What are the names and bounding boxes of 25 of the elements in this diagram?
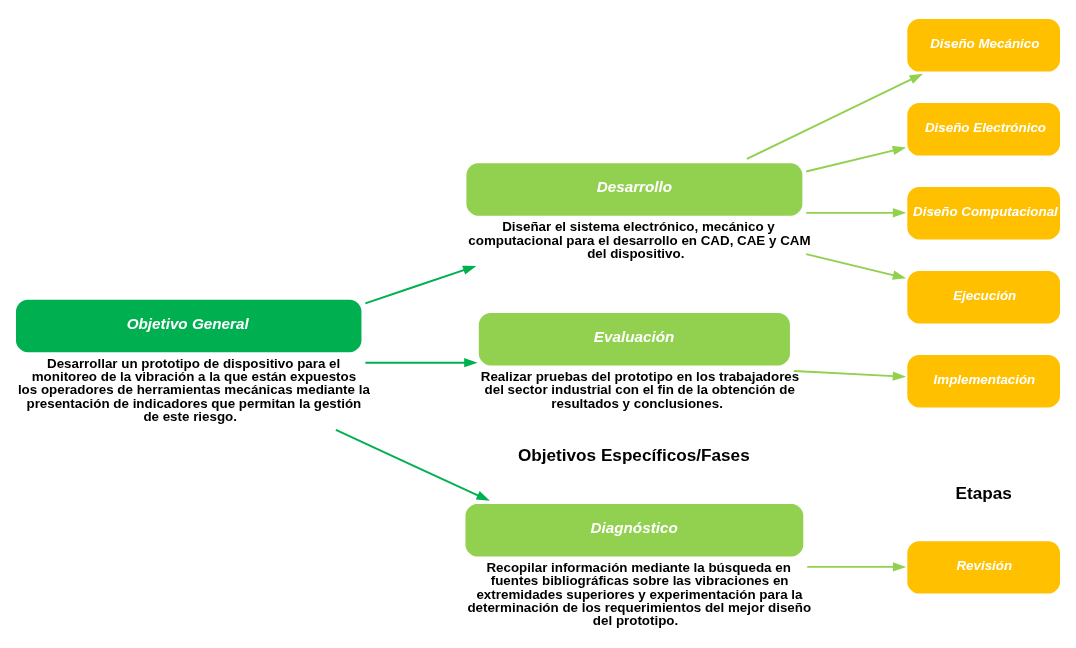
node-label: Desarrollar un prototipo de dispositivo para el monitoreo de la vibración a la que están expuestos los operadores de herramientas mecánicas mediante la presentación de indicadores que permitan la gestión de este riesgo. [17, 355, 370, 424]
node-box: Revisión [907, 540, 1060, 594]
arrow [364, 265, 477, 304]
node-box: Evaluación [478, 312, 790, 366]
node-box: Diseño Electrónico [907, 102, 1060, 156]
node-box: Objetivo General [16, 299, 362, 352]
arrow [364, 357, 478, 367]
arrow [745, 73, 923, 160]
arrow [805, 252, 907, 280]
node-box: Diseño Computacional [907, 186, 1060, 240]
node-box: Ejecución [907, 270, 1060, 324]
node-box: Implementación [907, 354, 1060, 408]
arrow [806, 561, 907, 572]
node-box: Diseño Mecánico [907, 18, 1060, 72]
node-box: Desarrollo [466, 162, 803, 216]
arrow [805, 207, 907, 218]
arrow [334, 428, 490, 501]
node-label: Diseñar el sistema electrónico, mecánico y computacional para el desarrollo en CAD, CAE y CAM del dispositivo. [468, 218, 811, 261]
label: Objetivos Específicos/Fases [517, 444, 750, 465]
label: Etapas [955, 482, 1012, 503]
arrow [792, 369, 907, 381]
node-box: Diagnóstico [465, 503, 804, 556]
node-label: Realizar pruebas del prototipo en los trabajadores del sector industrial con el fin de la obtención de resultados y conclusiones. [480, 368, 800, 411]
arrow [805, 145, 907, 172]
node-label: Recopilar información mediante la búsqueda en fuentes bibliográficas sobre las vibraciones en extremidades superiores y experimentación para la determinación de los requerimientos del mejor diseño del prototipo. [467, 559, 812, 628]
